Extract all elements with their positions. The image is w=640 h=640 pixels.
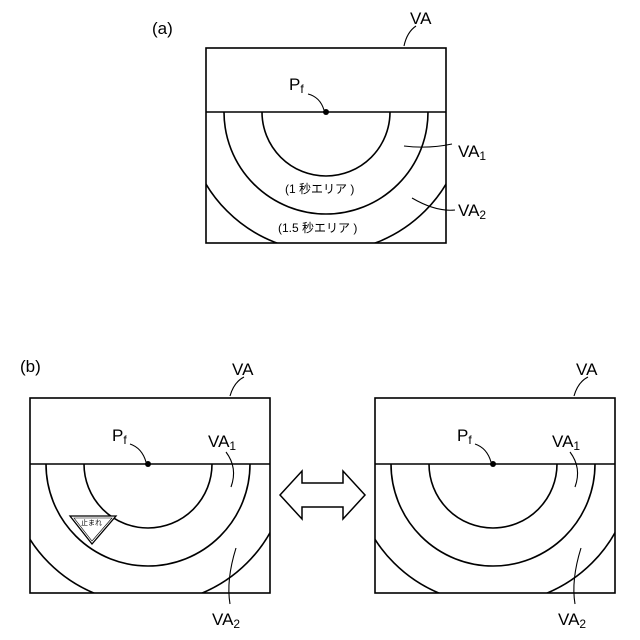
- va1-label: VA1: [208, 432, 236, 453]
- area-outer-label: (1.5 秒エリア ): [278, 221, 357, 235]
- va-leader: [230, 377, 244, 396]
- va-leader: [404, 26, 416, 46]
- va-label: VA: [410, 9, 432, 28]
- pf-label: Pf: [112, 426, 127, 447]
- panel-b-left-arcs: [8, 464, 288, 604]
- panel-b-right-arcs: [353, 464, 633, 604]
- va1-outer-arc: [224, 112, 428, 214]
- va-leader: [574, 377, 588, 396]
- va2-label: VA2: [458, 201, 486, 222]
- va-label: VA: [232, 360, 254, 379]
- va1-outer-arc: [391, 464, 595, 566]
- va2-label: VA2: [212, 610, 240, 631]
- va1-leader: [226, 452, 234, 487]
- panel-b: (b) Pf VA VA1 VA2 止まれ: [8, 357, 633, 631]
- va1-label: VA1: [552, 432, 580, 453]
- va1-leader: [404, 144, 452, 147]
- va2-outer-arc: [353, 464, 633, 604]
- panel-b-label: (b): [20, 357, 41, 376]
- stop-sign-text: 止まれ: [81, 518, 102, 527]
- pf-leader: [475, 444, 491, 462]
- panel-b-right: Pf VA VA1 VA2: [353, 360, 633, 631]
- area-inner-label: (1 秒エリア ): [285, 182, 354, 196]
- va2-outer-arc: [8, 464, 288, 604]
- visible-area-frame: [30, 398, 270, 593]
- va1-inner-arc: [429, 464, 557, 528]
- va2-label: VA2: [558, 610, 586, 631]
- va-label: VA: [576, 360, 598, 379]
- panel-a-label: (a): [152, 19, 173, 38]
- pf-label: Pf: [457, 426, 472, 447]
- va1-label: VA1: [458, 142, 486, 163]
- pf-leader: [308, 94, 324, 110]
- va1-leader: [570, 452, 578, 487]
- pf-leader: [130, 444, 146, 462]
- pf-label: Pf: [289, 75, 304, 96]
- visible-area-frame: [375, 398, 615, 593]
- va1-outer-arc: [46, 464, 250, 566]
- toggle-double-arrow-icon: [280, 471, 365, 519]
- stop-sign-icon: 止まれ: [70, 516, 116, 544]
- va2-leader: [412, 198, 455, 210]
- va1-inner-arc: [262, 112, 390, 176]
- panel-a: (a) Pf VA VA1 VA2 (1 秒エリア ) (1.5 秒エリア ): [152, 9, 486, 252]
- panel-b-left: Pf VA VA1 VA2 止まれ: [8, 360, 288, 631]
